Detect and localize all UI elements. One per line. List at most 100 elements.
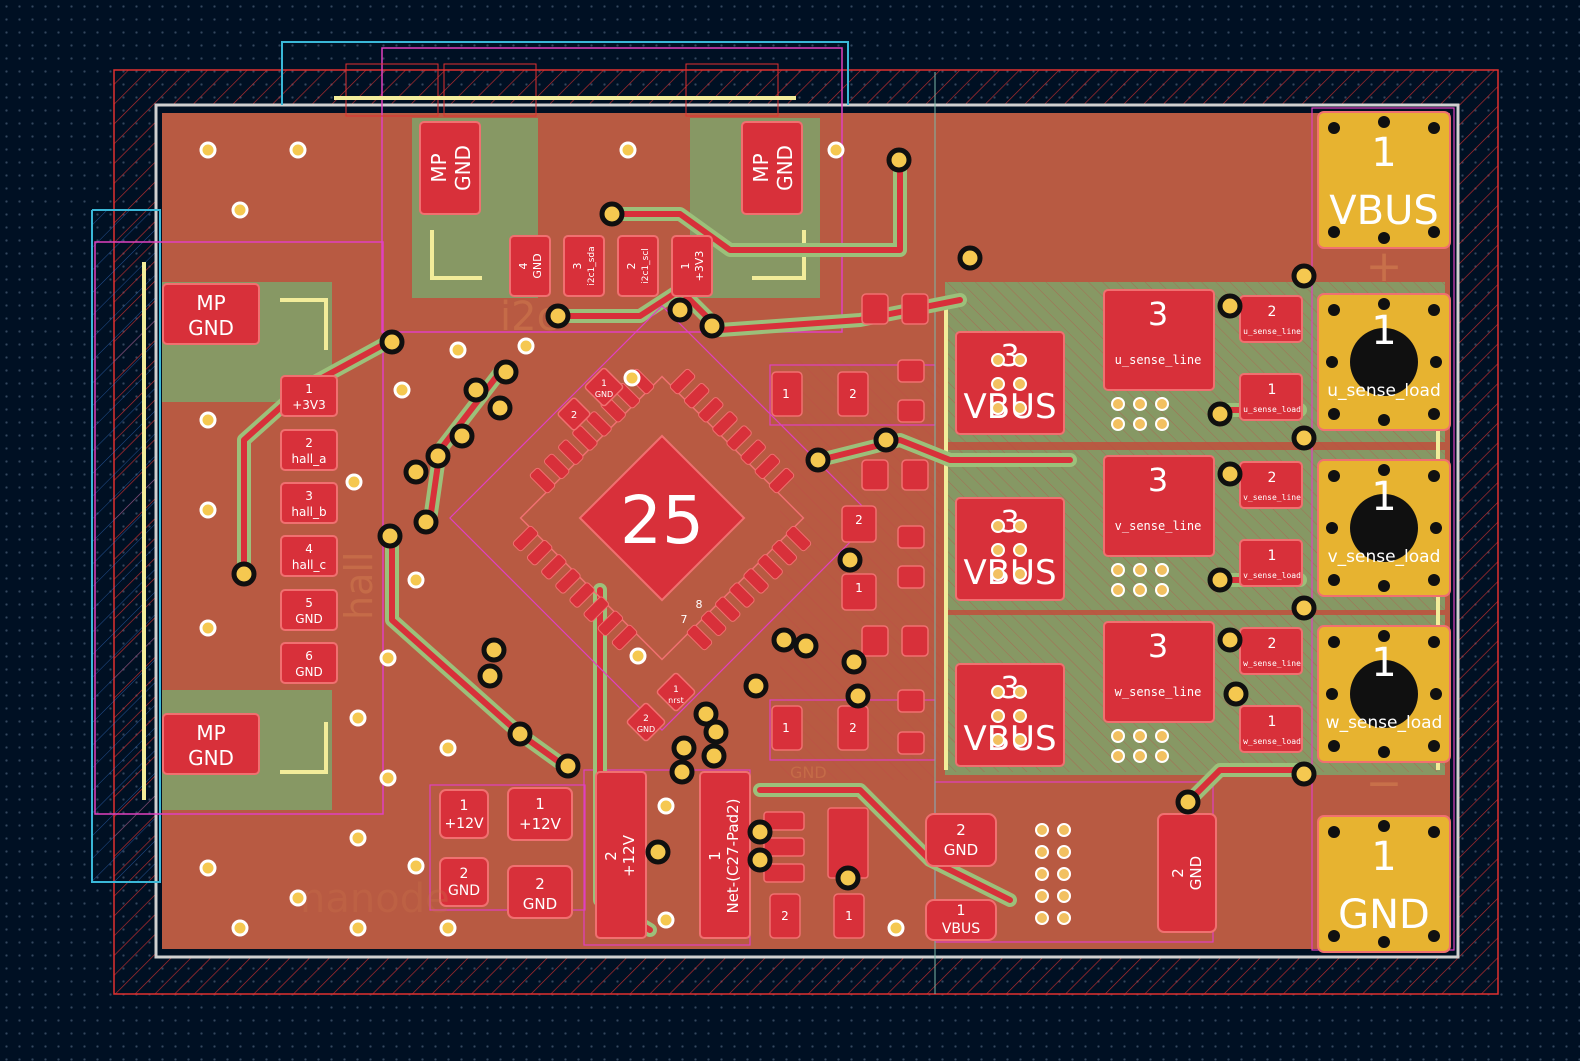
pad-num: 2 — [855, 513, 863, 527]
pad-net: w_sense_line — [1243, 659, 1301, 668]
pin-net: i2c1_scl — [641, 248, 651, 284]
sense-small-pads[interactable] — [769, 293, 929, 939]
pad-num: 1 — [1268, 382, 1277, 398]
pad-num: 1 — [535, 795, 545, 813]
pad-num: 2 — [1268, 304, 1277, 320]
gnd-label: GND — [188, 746, 234, 770]
terminal-num: 1 — [1371, 834, 1396, 880]
pin-net: +3V3 — [693, 251, 706, 282]
mosfet-v[interactable]: 3 VBUS 3 v_sense_line 2 v_sense_line 1 v… — [955, 455, 1303, 601]
pad-net: +12V — [519, 815, 562, 833]
gnd-silk: GND — [790, 763, 827, 782]
faded-silk: i2c hall nanode GND — [300, 294, 827, 922]
sense-line: u_sense_line — [1115, 353, 1202, 367]
mosfet-num: 3 — [1000, 671, 1019, 706]
pad-net: GND — [448, 883, 480, 899]
mcu-pad-label: 25 — [620, 482, 704, 559]
pad-num: 2 — [1268, 636, 1277, 652]
pin-net: hall_a — [292, 452, 327, 466]
terminal-num: 1 — [1371, 130, 1396, 176]
pad-net: GND — [637, 725, 655, 734]
pin-num: 4 — [517, 263, 530, 270]
pin-num: 5 — [305, 596, 313, 610]
mosfet-w[interactable]: 3 VBUS 3 w_sense_line 2 w_sense_line 1 w… — [955, 621, 1303, 767]
mosfet-u[interactable]: 3 VBUS 3 u_sense_line 2 u_sense_line 1 u… — [955, 289, 1303, 435]
thermal-vias — [991, 353, 1169, 925]
pad-num: 2 — [849, 387, 857, 401]
pin-net: GND — [531, 253, 544, 278]
plus-silk: + — [1366, 241, 1403, 292]
terminal-num: 1 — [1371, 640, 1396, 686]
pin-num: 1 — [679, 263, 692, 270]
terminal-net: v_sense_load — [1328, 547, 1441, 567]
mosfet-net: VBUS — [963, 553, 1056, 593]
gnd-label: GND — [451, 145, 475, 191]
pin-net: hall_b — [291, 505, 326, 519]
pin-num: 6 — [305, 649, 313, 663]
pad-num: 2 — [849, 721, 857, 735]
pad-num: 2 — [1169, 868, 1187, 878]
pad-num: 1 — [782, 387, 790, 401]
pin-num: 2 — [305, 436, 313, 450]
mp-label: MP — [427, 153, 451, 182]
sense-num: 3 — [1148, 295, 1168, 333]
terminal-net: u_sense_load — [1327, 381, 1441, 401]
sense-num: 3 — [1148, 627, 1168, 665]
gnd-label: GND — [773, 145, 797, 191]
pad-num: 1 — [601, 379, 607, 389]
pin-num: 2 — [625, 263, 638, 270]
pin-net: GND — [295, 665, 323, 679]
pin-net: GND — [295, 612, 323, 626]
mcu-decoupling-pads[interactable]: 1 GND 2 1 nrst 2 GND — [557, 367, 696, 742]
pad-net: v_sense_load — [1243, 571, 1301, 580]
pad-net: w_sense_load — [1243, 737, 1301, 746]
mp-label: MP — [196, 291, 225, 315]
pad-net: nrst — [668, 696, 684, 705]
mp-gnd-pads[interactable]: MP GND MP GND MP GND MP GND — [162, 121, 803, 775]
pad-num: 1 — [855, 581, 863, 595]
pad-num: 2 — [602, 851, 620, 861]
sense-num: 3 — [1148, 461, 1168, 499]
gnd-label: GND — [188, 316, 234, 340]
pin-net: i2c1_sda — [587, 246, 597, 285]
vias — [199, 141, 1317, 937]
pad-net: +12V — [444, 816, 484, 832]
pad-net: GND — [523, 895, 557, 913]
nanode-silk: nanode — [300, 876, 450, 922]
terminal-net: GND — [1338, 892, 1430, 938]
pad-net: v_sense_line — [1243, 493, 1301, 502]
mp-label: MP — [196, 721, 225, 745]
mcu-footprint[interactable]: 25 8 7 — [449, 305, 875, 731]
pad-num: 2 — [781, 909, 789, 923]
mosfet-num: 3 — [1000, 339, 1019, 374]
mosfet-num: 3 — [1000, 505, 1019, 540]
pad-num: 2 — [571, 410, 577, 421]
terminal-net: VBUS — [1329, 188, 1438, 234]
mosfet-net: VBUS — [963, 719, 1056, 759]
mosfet-net: VBUS — [963, 387, 1056, 427]
pad-net: VBUS — [942, 921, 980, 937]
pad-num: 1 — [706, 851, 724, 861]
sense-line: v_sense_line — [1115, 519, 1202, 533]
pad-net: GND — [944, 841, 978, 859]
pin-num: 3 — [571, 263, 584, 270]
pad-net: GND — [1187, 856, 1205, 890]
mcu-pin-7: 7 — [681, 613, 688, 626]
pad-num: 2 — [643, 714, 649, 724]
terminal-net: w_sense_load — [1326, 713, 1443, 733]
pad-net: +12V — [620, 834, 638, 877]
screw-terminals[interactable]: 1 VBUS 1 u_sense_load 1 v_sense_load 1 w… — [1317, 111, 1451, 953]
pin-net: hall_c — [292, 558, 326, 572]
minus-silk: − — [1366, 758, 1403, 809]
pad-num: 2 — [956, 821, 966, 839]
pad-num: 1 — [460, 798, 469, 814]
pad-num: 1 — [845, 909, 853, 923]
mp-label: MP — [749, 153, 773, 182]
pin-num: 3 — [305, 489, 313, 503]
pin-net: +3V3 — [292, 398, 326, 412]
